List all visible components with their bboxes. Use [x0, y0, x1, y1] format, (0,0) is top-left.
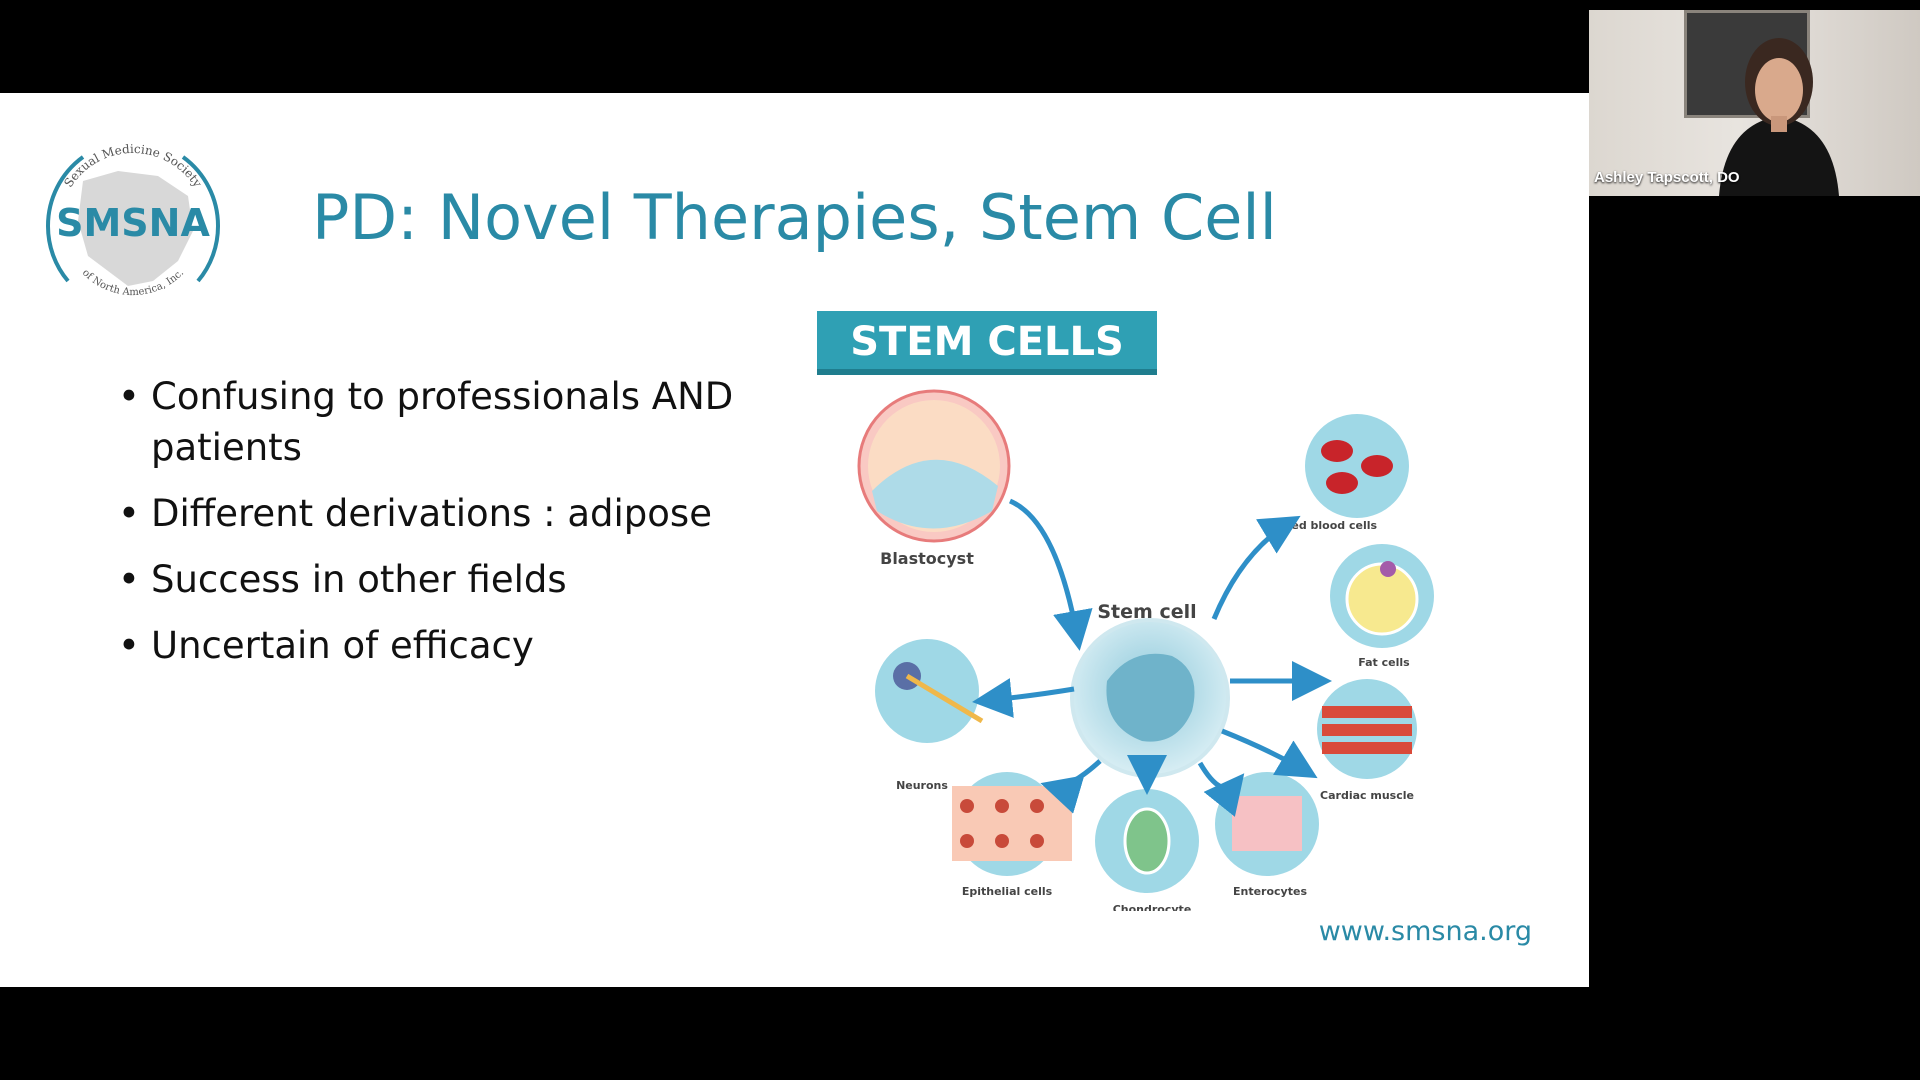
- blastocyst-cell: [857, 389, 1011, 543]
- stem-cell-diagram: STEM CELLS Blastocyst Stem cell Red bloo…: [817, 311, 1434, 911]
- label-chondrocyte: Chondrocyte: [1113, 903, 1192, 911]
- participant-silhouette: [1719, 38, 1839, 196]
- smsna-logo: Sexual Medicine Society SMSNA of North A…: [45, 142, 221, 298]
- presentation-slide: Sexual Medicine Society SMSNA of North A…: [0, 93, 1589, 987]
- cardiac-muscle-cell: [1317, 679, 1417, 779]
- slide-title: PD: Novel Therapies, Stem Cell: [312, 181, 1277, 254]
- bullet-item: Uncertain of efficacy: [118, 620, 738, 671]
- participant-video[interactable]: Ashley Tapscott, DO: [1589, 10, 1920, 196]
- epithelial-cell: [952, 772, 1072, 876]
- website-url[interactable]: www.smsna.org: [1318, 916, 1532, 947]
- label-neurons: Neurons: [896, 779, 948, 792]
- label-epithelial-cells: Epithelial cells: [962, 885, 1053, 898]
- label-blastocyst: Blastocyst: [880, 549, 974, 568]
- label-enterocytes: Enterocytes: [1233, 885, 1307, 898]
- participant-name: Ashley Tapscott, DO: [1594, 169, 1740, 186]
- red-blood-cell: [1305, 414, 1409, 518]
- label-cardiac-muscle: Cardiac muscle: [1320, 789, 1414, 802]
- banner: [817, 311, 1157, 373]
- fat-cell: [1330, 544, 1434, 648]
- bullet-item: Different derivations : adipose: [118, 488, 738, 539]
- chondrocyte-cell: [1095, 789, 1199, 893]
- logo-main-text: SMSNA: [56, 201, 210, 245]
- banner-title: STEM CELLS: [850, 319, 1124, 365]
- label-fat-cells: Fat cells: [1358, 656, 1410, 669]
- differentiation-arrows: [972, 498, 1332, 817]
- label-stem-cell: Stem cell: [1097, 601, 1196, 623]
- neuron-cell: [875, 639, 984, 743]
- enterocyte-cell: [1215, 772, 1319, 876]
- bullet-list: Confusing to professionals AND patients …: [118, 371, 738, 686]
- bullet-item: Confusing to professionals AND patients: [118, 371, 738, 473]
- label-red-blood-cells: Red blood cells: [1283, 519, 1378, 532]
- bullet-item: Success in other fields: [118, 554, 738, 605]
- stem-cell: [1070, 618, 1230, 778]
